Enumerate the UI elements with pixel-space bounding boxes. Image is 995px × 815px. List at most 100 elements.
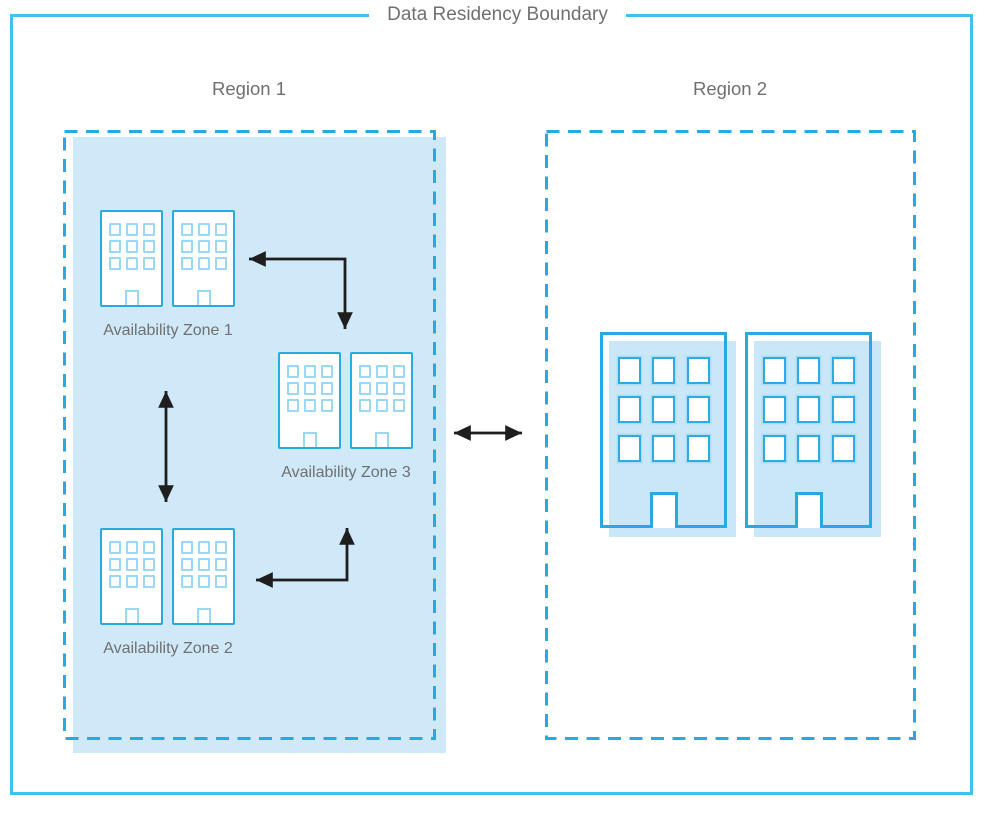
availability-zone-2-label: Availability Zone 2 bbox=[103, 640, 233, 657]
building-window bbox=[617, 396, 641, 423]
availability-zone-3-label: Availability Zone 3 bbox=[281, 464, 411, 481]
building-icon-large bbox=[745, 332, 881, 537]
building-window bbox=[125, 575, 138, 588]
building-window bbox=[686, 357, 710, 384]
building-window bbox=[197, 575, 210, 588]
building-window bbox=[320, 399, 333, 412]
building-window bbox=[108, 223, 121, 236]
zone-3-buildings bbox=[278, 352, 414, 449]
building-window bbox=[214, 575, 227, 588]
building-door bbox=[196, 290, 211, 305]
building-door bbox=[196, 608, 211, 623]
building-window bbox=[125, 223, 138, 236]
building-window bbox=[180, 558, 193, 571]
building-window bbox=[197, 541, 210, 554]
building-window bbox=[762, 435, 786, 462]
building-window bbox=[142, 240, 155, 253]
availability-zone-1: Availability Zone 1 bbox=[100, 210, 236, 342]
building-window bbox=[286, 382, 299, 395]
region-1-label: Region 1 bbox=[211, 78, 287, 99]
building-window bbox=[392, 399, 405, 412]
building-window bbox=[108, 558, 121, 571]
building-window bbox=[358, 365, 371, 378]
building-icon-large bbox=[600, 332, 736, 537]
building-window bbox=[197, 223, 210, 236]
building-window bbox=[214, 257, 227, 270]
building-window bbox=[303, 365, 316, 378]
building-window bbox=[686, 396, 710, 423]
building-door bbox=[794, 492, 823, 528]
building-window bbox=[652, 357, 675, 384]
building-icon bbox=[100, 528, 163, 625]
building-windows bbox=[108, 541, 155, 588]
building-window bbox=[617, 357, 641, 384]
building-window bbox=[286, 399, 299, 412]
availability-zone-1-label: Availability Zone 1 bbox=[103, 322, 233, 339]
building-window bbox=[652, 435, 675, 462]
building-window bbox=[797, 396, 820, 423]
building-window bbox=[197, 558, 210, 571]
building-door bbox=[302, 432, 317, 447]
availability-zone-3: Availability Zone 3 bbox=[278, 352, 414, 484]
building-window bbox=[303, 399, 316, 412]
building-door bbox=[124, 290, 139, 305]
building-window bbox=[125, 541, 138, 554]
building-window bbox=[142, 223, 155, 236]
building-windows bbox=[617, 357, 710, 462]
building-icon bbox=[100, 210, 163, 307]
zone-2-buildings bbox=[100, 528, 236, 625]
building-windows bbox=[762, 357, 855, 462]
building-window bbox=[180, 223, 193, 236]
building-window bbox=[214, 240, 227, 253]
building-window bbox=[214, 223, 227, 236]
building-window bbox=[125, 240, 138, 253]
building-window bbox=[375, 382, 388, 395]
building-window bbox=[831, 435, 855, 462]
building-window bbox=[320, 382, 333, 395]
building-window bbox=[686, 435, 710, 462]
building-window bbox=[303, 382, 316, 395]
availability-zone-2: Availability Zone 2 bbox=[100, 528, 236, 660]
building-icon bbox=[172, 528, 235, 625]
zone-1-buildings bbox=[100, 210, 236, 307]
building-window bbox=[375, 399, 388, 412]
building-window bbox=[108, 575, 121, 588]
building-windows bbox=[358, 365, 405, 412]
building-icon bbox=[278, 352, 341, 449]
building-window bbox=[214, 541, 227, 554]
building-window bbox=[617, 435, 641, 462]
building-window bbox=[797, 435, 820, 462]
building-window bbox=[375, 365, 388, 378]
building-window bbox=[831, 357, 855, 384]
building-window bbox=[108, 541, 121, 554]
building-window bbox=[652, 396, 675, 423]
building-windows bbox=[180, 223, 227, 270]
building-window bbox=[142, 575, 155, 588]
building-window bbox=[197, 257, 210, 270]
building-window bbox=[797, 357, 820, 384]
building-window bbox=[108, 257, 121, 270]
building-window bbox=[392, 382, 405, 395]
diagram-title-wrap: Data Residency Boundary bbox=[0, 4, 995, 26]
building-window bbox=[125, 558, 138, 571]
building-door bbox=[649, 492, 678, 528]
building-window bbox=[762, 357, 786, 384]
region-2-label: Region 2 bbox=[692, 78, 768, 99]
building-window bbox=[214, 558, 227, 571]
building-icon bbox=[350, 352, 413, 449]
building-window bbox=[180, 240, 193, 253]
building-window bbox=[142, 558, 155, 571]
building-window bbox=[180, 575, 193, 588]
building-window bbox=[142, 541, 155, 554]
building-window bbox=[320, 365, 333, 378]
building-window bbox=[762, 396, 786, 423]
building-window bbox=[831, 396, 855, 423]
building-window bbox=[286, 365, 299, 378]
building-window bbox=[142, 257, 155, 270]
building-window bbox=[180, 257, 193, 270]
building-window bbox=[125, 257, 138, 270]
building-windows bbox=[180, 541, 227, 588]
building-window bbox=[108, 240, 121, 253]
building-window bbox=[197, 240, 210, 253]
